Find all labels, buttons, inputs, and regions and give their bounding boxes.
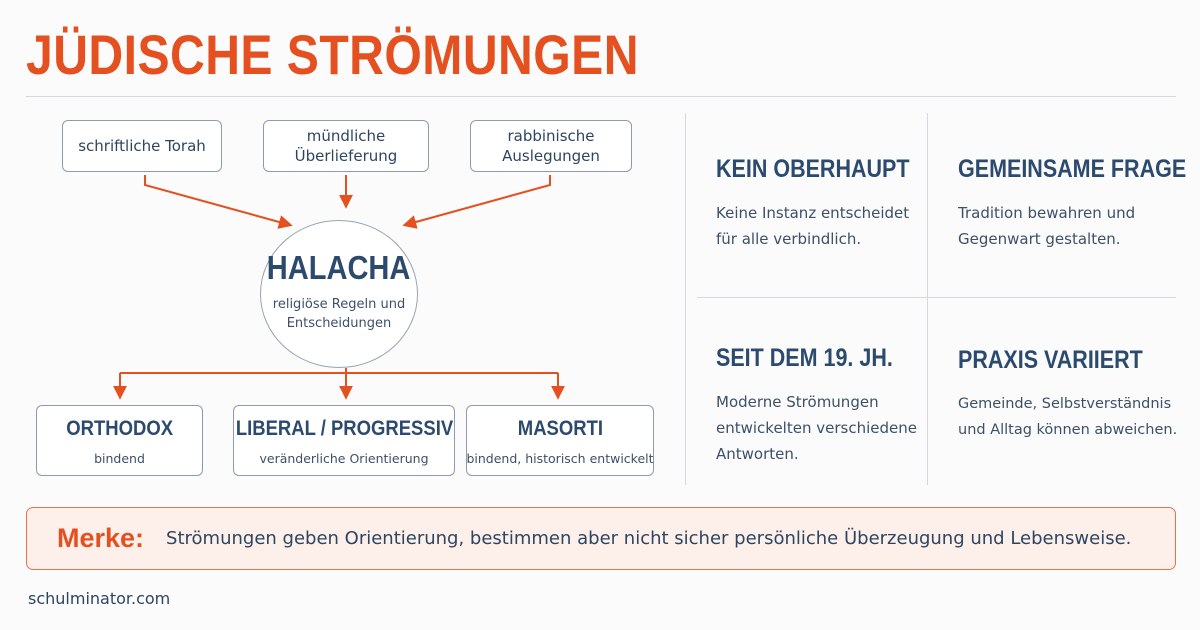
info-title: GEMEINSAME FRAGE <box>958 155 1187 183</box>
info-text: Tradition bewahren und Gegenwart gestalt… <box>958 204 1136 248</box>
current-box-masorti: MASORTI bindend, historisch entwickelt <box>466 405 654 476</box>
current-subtitle: veränderliche Orientierung <box>259 450 429 466</box>
current-box-orthodox: ORTHODOX bindend <box>36 405 203 476</box>
divider-middle <box>927 113 928 485</box>
current-title: ORTHODOX <box>66 416 173 440</box>
info-kein-oberhaupt: KEIN OBERHAUPT Keine Instanz entscheidet… <box>716 154 916 252</box>
merke-text: Strömungen geben Orientierung, bestimmen… <box>166 528 1132 549</box>
source-box-ueberlieferung: mündliche Überlieferung <box>263 120 429 172</box>
current-box-liberal: LIBERAL / PROGRESSIV veränderliche Orien… <box>233 405 455 476</box>
arrow-torah-to-halacha <box>144 175 293 229</box>
info-seit-19-jh: SEIT DEM 19. JH. Moderne Strömungen entw… <box>716 343 921 467</box>
current-title: LIBERAL / PROGRESSIV <box>235 416 453 440</box>
halacha-subtitle: religiöse Regeln und Entscheidungen <box>272 297 406 331</box>
footer-source: schulminator.com <box>28 589 171 608</box>
source-label: schriftliche Torah <box>78 137 206 155</box>
info-text: Moderne Strömungen entwickelten verschie… <box>716 393 917 463</box>
merke-box: Merke: Strömungen geben Orientierung, be… <box>26 507 1176 570</box>
info-gemeinsame-frage: GEMEINSAME FRAGE Tradition bewahren und … <box>958 154 1187 252</box>
current-subtitle: bindend, historisch entwickelt <box>466 450 654 466</box>
halacha-title: HALACHA <box>267 249 411 286</box>
current-title: MASORTI <box>517 416 603 440</box>
page-title: JÜDISCHE STRÖMUNGEN <box>26 23 639 86</box>
source-box-torah: schriftliche Torah <box>62 120 222 172</box>
current-subtitle: bindend <box>94 450 145 466</box>
info-text: Keine Instanz entscheidet für alle verbi… <box>716 204 910 248</box>
divider-horizontal <box>697 297 1176 298</box>
source-box-auslegungen: rabbinische Auslegungen <box>470 120 632 172</box>
divider-left <box>685 113 686 485</box>
title-divider <box>26 96 1176 97</box>
arrow-auslegungen-to-halacha <box>402 175 551 229</box>
info-title: KEIN OBERHAUPT <box>716 155 910 183</box>
source-label: mündliche Überlieferung <box>294 127 398 165</box>
info-title: SEIT DEM 19. JH. <box>716 344 893 372</box>
info-title: PRAXIS VARIIERT <box>958 346 1143 374</box>
halacha-circle: HALACHA religiöse Regeln und Entscheidun… <box>260 220 418 368</box>
info-praxis-variiert: PRAXIS VARIIERT Gemeinde, Selbstverständ… <box>958 345 1183 443</box>
merke-label: Merke: <box>57 523 145 553</box>
source-label: rabbinische Auslegungen <box>502 127 600 165</box>
info-text: Gemeinde, Selbstverständnis und Alltag k… <box>958 396 1178 438</box>
